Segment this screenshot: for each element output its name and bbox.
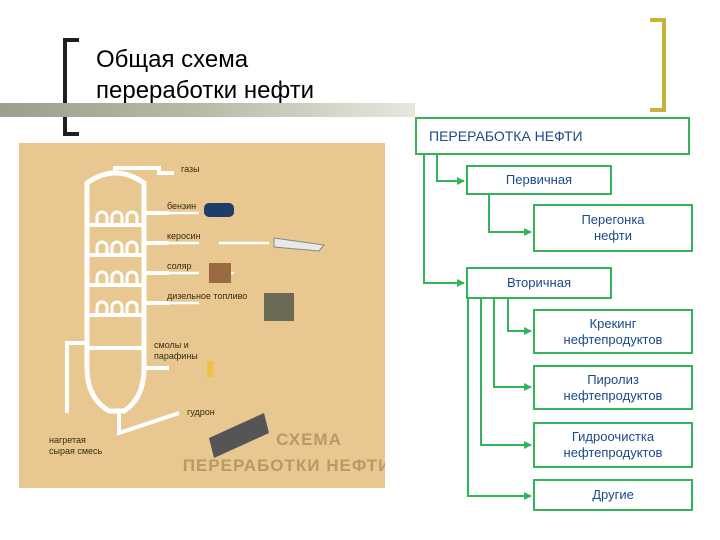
label-gasoline: бензин <box>167 201 196 211</box>
left-bracket <box>63 38 79 136</box>
connector-secondary-hydrotreating <box>480 299 532 449</box>
box-hydrotreating: Гидроочистка нефтепродуктов <box>533 422 693 468</box>
box-hydrotreating-label-line1: Гидроочистка <box>571 429 655 444</box>
box-distillation-label-line1: Перегонка <box>581 212 645 227</box>
box-cracking: Крекинг нефтепродуктов <box>533 309 693 354</box>
box-oil-refining-label: ПЕРЕРАБОТКА НЕФТИ <box>429 128 583 144</box>
box-oil-refining: ПЕРЕРАБОТКА НЕФТИ <box>415 117 690 155</box>
connector-secondary-pyrolysis <box>493 299 532 391</box>
distillation-column-illustration: газы бензин керосин соляр дизельное топл… <box>49 164 385 475</box>
connector-primary-distillation <box>488 195 532 236</box>
box-cracking-label-line1: Крекинг <box>589 315 637 331</box>
tractor-icon <box>264 293 294 321</box>
box-hydrotreating-label-line2: нефтепродуктов <box>563 445 663 460</box>
box-other-label: Другие <box>592 487 634 502</box>
column-outline <box>84 170 147 414</box>
box-other: Другие <box>533 479 693 511</box>
box-primary: Первичная <box>466 165 612 195</box>
label-resins-line2: парафины <box>154 351 198 361</box>
picture-caption-line1: СХЕМА <box>276 430 342 449</box>
label-kerosene: керосин <box>167 231 201 241</box>
product-arrows <box>169 211 269 305</box>
bubble-caps <box>95 210 139 315</box>
label-gases: газы <box>181 164 200 174</box>
picture-caption-line2: ПЕРЕРАБОТКИ НЕФТИ <box>183 456 385 475</box>
box-distillation-label-line2: нефти <box>593 228 633 243</box>
distillation-picture: газы бензин керосин соляр дизельное топл… <box>19 143 385 488</box>
label-feed-line1: нагретая <box>49 435 86 445</box>
label-resins-line1: смолы и <box>154 340 189 350</box>
box-pyrolysis-label-line1: Пиролиз <box>587 371 639 387</box>
label-feed-line2: сырая смесь <box>49 446 103 456</box>
label-solar: соляр <box>167 261 192 271</box>
box-pyrolysis: Пиролиз нефтепродуктов <box>533 365 693 410</box>
label-diesel: дизельное топливо <box>167 291 247 301</box>
box-primary-label: Первичная <box>505 172 573 187</box>
connector-root-primary <box>436 154 465 185</box>
connector-secondary-other <box>467 299 532 500</box>
asphalt-road-icon <box>209 413 269 458</box>
connector-root-secondary <box>423 154 465 287</box>
house-icon <box>209 263 231 283</box>
box-secondary-label: Вторичная <box>507 275 571 290</box>
label-tar: гудрон <box>187 407 215 417</box>
box-distillation: Перегонка нефти <box>533 204 693 252</box>
slide-title-line2: переработки нефти <box>96 77 315 104</box>
box-pyrolysis-label-line2: нефтепродуктов <box>563 387 663 403</box>
airplane-icon <box>273 237 325 252</box>
connector-secondary-cracking <box>507 299 532 335</box>
slide-title: Общая схема переработки нефти <box>96 44 314 106</box>
title-divider <box>0 103 415 117</box>
box-secondary: Вторичная <box>466 267 612 299</box>
candle-icon <box>207 361 213 377</box>
slide-title-line1: Общая схема <box>96 46 249 73</box>
right-bracket <box>650 18 666 112</box>
car-icon <box>204 203 234 217</box>
outlet-pipes <box>65 166 180 436</box>
box-cracking-label-line2: нефтепродуктов <box>563 331 663 347</box>
